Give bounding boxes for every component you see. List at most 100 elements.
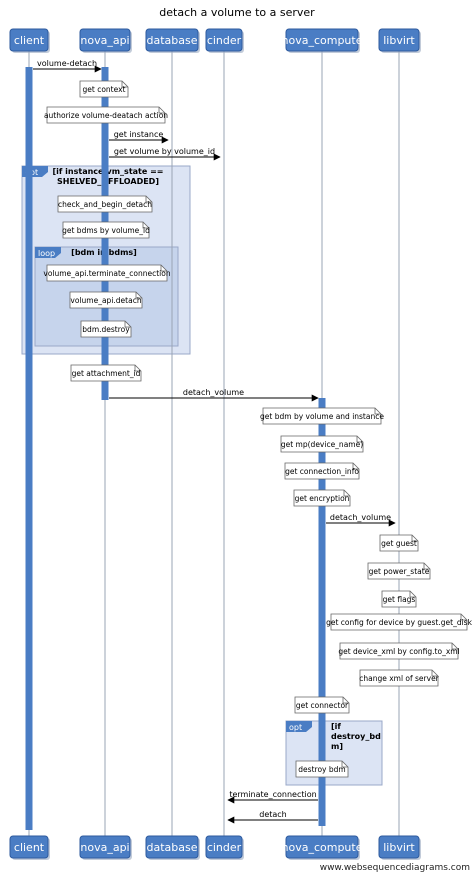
participant-nova_api-top: nova_api — [79, 28, 132, 53]
participant-box — [205, 28, 243, 52]
note-box — [57, 195, 153, 213]
note-16: get config for device by guest.get_disk — [326, 613, 473, 631]
participant-box — [145, 28, 199, 52]
participant-label: client — [14, 34, 45, 47]
watermark: www.websequencediagrams.com — [320, 863, 470, 873]
fragment-kind: opt — [289, 723, 302, 732]
note-14: get power_state — [367, 562, 431, 580]
note-13: get guest — [379, 534, 419, 552]
note-box — [280, 435, 364, 453]
note-7: bdm.destroy — [80, 320, 132, 338]
note-fold — [134, 365, 141, 372]
note-6: volume_api.detach — [69, 291, 143, 309]
note-text: destroy bdm — [298, 765, 345, 774]
note-box — [379, 534, 419, 552]
message-label: get volume by volume_id — [114, 147, 215, 156]
note-10: get mp(device_name) — [280, 435, 364, 453]
message-label: terminate_connection — [229, 790, 316, 799]
messages-layer: volume-detach get instance get volume by v… — [33, 59, 396, 824]
note-fold — [145, 196, 152, 203]
note-fold — [409, 591, 416, 598]
notes-layer: get context authorize volume-deatach acti… — [43, 80, 473, 778]
note-fold — [341, 761, 348, 768]
message-1: volume-detach — [33, 59, 102, 73]
participant-label: nova_api — [80, 34, 129, 47]
note-box — [62, 221, 150, 239]
note-12: get encryption — [293, 489, 351, 507]
participant-box — [79, 835, 131, 859]
note-15: get flags — [381, 590, 417, 608]
participant-label: client — [14, 841, 45, 854]
activation-nova_compute — [318, 398, 326, 826]
note-box — [69, 291, 143, 309]
note-box — [295, 760, 349, 778]
note-3: check_and_begin_detach — [57, 195, 153, 213]
note-box — [79, 80, 129, 98]
message-label: get instance — [114, 130, 164, 139]
note-text: authorize volume-deatach action — [44, 111, 168, 120]
fragment-kind: loop — [38, 249, 55, 258]
note-box — [46, 264, 168, 282]
note-text: get bdm by volume and instance — [260, 412, 384, 421]
message-6: terminate_connection — [227, 790, 318, 804]
note-text: get power_state — [369, 567, 430, 576]
note-text: check_and_begin_detach — [58, 200, 152, 209]
participant-nova_compute-top: nova_compute — [282, 28, 363, 53]
note-2: authorize volume-deatach action — [44, 106, 168, 124]
note-box — [284, 462, 360, 480]
diagram-title: detach a volume to a server — [159, 6, 315, 19]
note-box — [70, 364, 142, 382]
note-fold — [356, 436, 363, 443]
participant-client-bottom: client — [9, 835, 50, 860]
note-text: volume_api.detach — [70, 296, 141, 305]
participants-top: client nova_api database cinder nova_compute… — [9, 28, 421, 53]
note-fold — [431, 670, 438, 677]
note-8: get attachment_id — [70, 364, 142, 382]
note-text: get mp(device_name) — [281, 440, 363, 449]
note-text: get context — [83, 85, 126, 94]
note-text: get connection_info — [285, 467, 359, 476]
note-box — [80, 320, 132, 338]
fragment-guard: destroy_bd — [331, 732, 381, 741]
participant-box — [205, 835, 243, 859]
note-fold — [135, 292, 142, 299]
participant-label: cinder — [207, 34, 242, 47]
participant-libvirt-bottom: libvirt — [378, 835, 421, 860]
note-text: volume_api.terminate_connection — [43, 269, 170, 278]
note-fold — [343, 490, 350, 497]
note-fold — [158, 107, 165, 114]
activation-client — [25, 67, 33, 830]
participant-box — [145, 835, 199, 859]
message-label: detach_volume — [330, 513, 391, 522]
note-text: get attachment_id — [72, 369, 141, 378]
note-text: get bdms by volume_id — [62, 226, 150, 235]
note-text: change xml of server — [359, 674, 439, 683]
note-text: get connector — [296, 701, 349, 710]
note-fold — [160, 265, 167, 272]
participant-database-top: database — [145, 28, 200, 53]
note-20: destroy bdm — [295, 760, 349, 778]
participant-label: cinder — [207, 841, 242, 854]
participant-label: libvirt — [383, 34, 415, 47]
note-box — [294, 696, 350, 714]
participant-nova_compute-bottom: nova_compute — [282, 835, 363, 860]
participant-nova_api-bottom: nova_api — [79, 835, 132, 860]
note-18: change xml of server — [359, 669, 440, 687]
note-fold — [352, 463, 359, 470]
note-fold — [423, 563, 430, 570]
participant-box — [378, 28, 420, 52]
participant-box — [378, 835, 420, 859]
note-17: get device_xml by config.to_xml — [338, 642, 460, 660]
participant-label: database — [147, 841, 198, 854]
note-fold — [451, 643, 458, 650]
message-4: detach_volume — [109, 388, 319, 402]
note-text: get device_xml by config.to_xml — [338, 647, 459, 656]
note-19: get connector — [294, 696, 350, 714]
note-fold — [374, 408, 381, 415]
message-7: detach — [227, 810, 318, 824]
participants-bottom: client nova_api database cinder nova_compute… — [9, 835, 421, 860]
fragment-tab — [35, 247, 61, 258]
participant-box — [285, 835, 359, 859]
fragment-guard: m] — [331, 742, 343, 751]
